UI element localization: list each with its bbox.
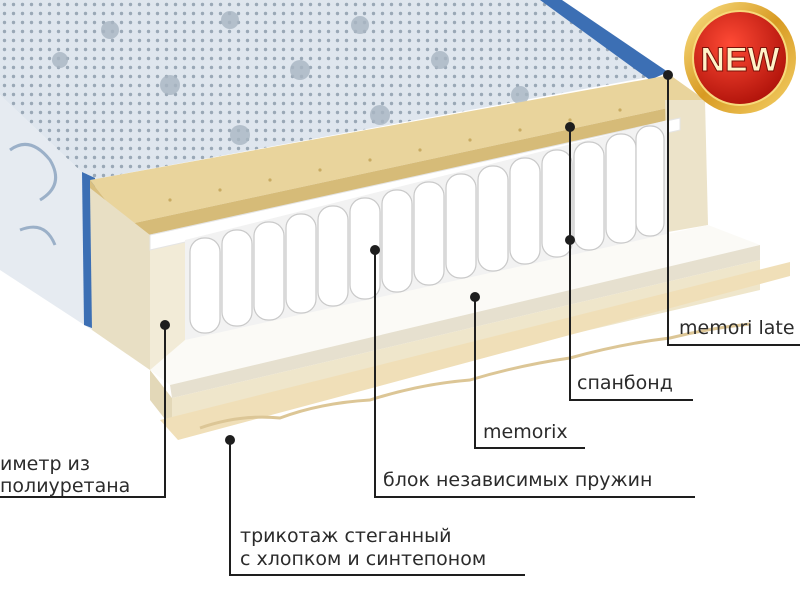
label-spring-block: блок независимых пружин [383, 469, 653, 491]
label-memori-latex: memori late [679, 317, 795, 339]
leader-lines [0, 75, 800, 576]
new-badge-text: NEW [700, 41, 780, 79]
polyurethane-perimeter [90, 100, 708, 370]
memorix-layer [150, 225, 760, 398]
label-perimeter-line2: полиуретана [0, 475, 131, 497]
mattress-top-cover [0, 0, 668, 180]
label-spunbond: спанбонд [577, 372, 673, 394]
new-badge: NEW [684, 2, 796, 114]
label-perimeter-line1: иметр из [0, 453, 90, 475]
leader-dots [160, 70, 673, 445]
label-knit-line1: трикотаж стеганный [240, 525, 452, 547]
label-knit-line2: с хлопком и синтепоном [240, 548, 487, 570]
label-memorix: memorix [483, 421, 568, 443]
independent-spring-block [185, 120, 668, 340]
